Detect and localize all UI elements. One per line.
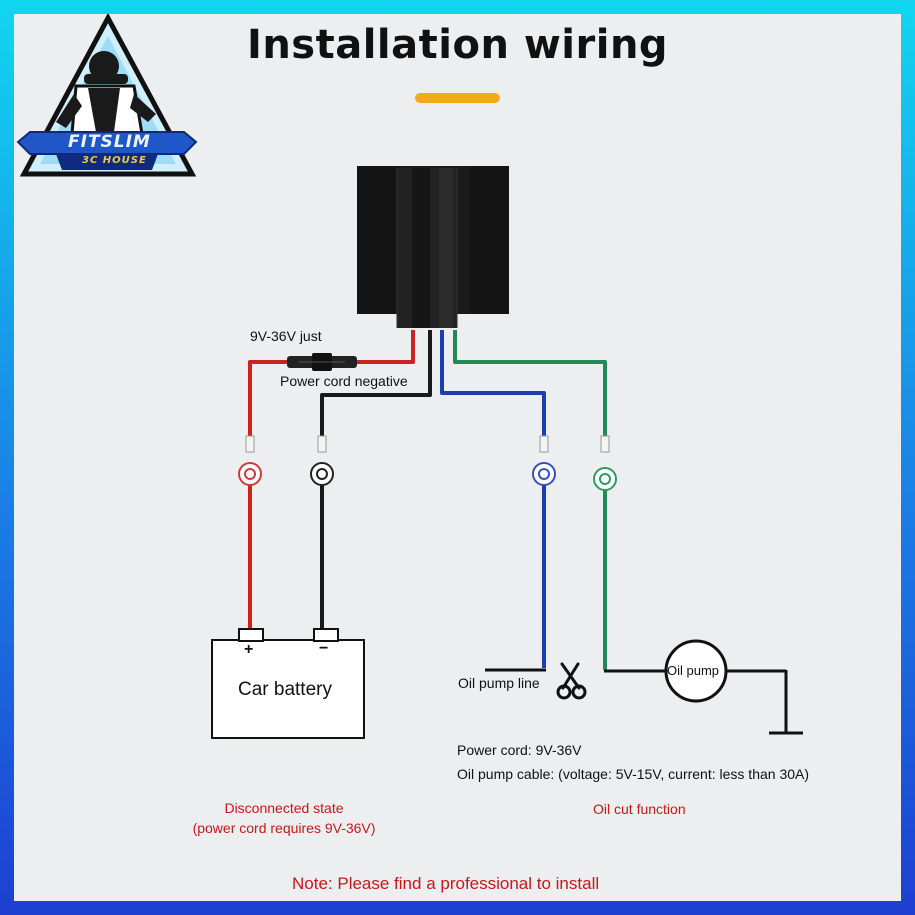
fuse [287,353,357,371]
spec-power-label: Power cord: 9V-36V [457,742,582,758]
gps-device-module [357,166,509,328]
scissors-icon [556,662,587,700]
oil-cut-label: Oil cut function [593,801,686,817]
oil-pump-line-label: Oil pump line [458,675,540,691]
black-connector [310,435,334,486]
logo-sub-text: 3C HOUSE [82,155,147,166]
page-title: Installation wiring [246,22,669,68]
spec-pump-label: Oil pump cable: (voltage: 5V-15V, curren… [457,766,810,782]
title-underline [415,93,500,103]
battery-plus-label: + [244,641,254,658]
green-pump-wire [453,330,607,670]
blue-pump-wire [440,330,546,668]
car-battery [211,628,365,739]
red-power-wire [248,330,415,630]
pump-circuit [604,669,803,735]
power-requirement-label: (power cord requires 9V-36V) [192,820,376,836]
battery-label: Car battery [238,679,332,700]
power-negative-label: Power cord negative [280,373,408,389]
black-ground-wire [320,330,432,630]
logo-brand-text: FITSLIM [68,132,151,152]
disconnected-state-label: Disconnected state [224,800,344,816]
green-connector [593,435,617,491]
blue-connector [532,435,556,486]
red-connector [238,435,262,486]
oil-pump-circle [664,639,728,703]
voltage-label: 9V-36V just [250,328,322,344]
brand-logo: FITSLIM 3C HOUSE [16,12,198,180]
install-note: Note: Please find a professional to inst… [292,874,600,893]
logo-emblem-icon [16,12,198,177]
battery-minus-label: − [319,640,329,657]
oil-pump-label: Oil pump [667,663,720,678]
